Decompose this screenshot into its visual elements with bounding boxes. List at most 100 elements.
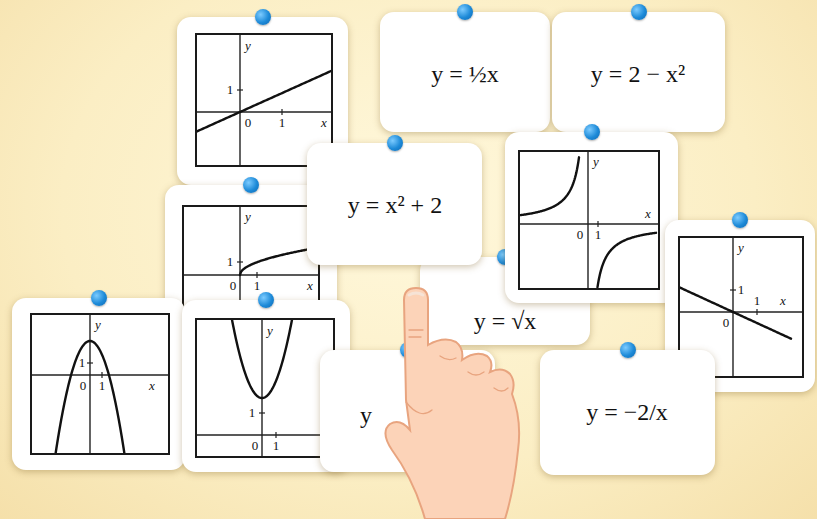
function-curve <box>520 157 579 215</box>
graph-frame <box>518 150 660 290</box>
equation-slot: y = √x <box>474 308 537 334</box>
axis-label: x <box>321 116 327 130</box>
equation-text: y <box>360 402 372 428</box>
axis-tick <box>756 309 757 315</box>
x-axis <box>518 223 660 224</box>
axis-label: 1 <box>79 356 86 370</box>
y-axis <box>239 33 240 167</box>
axis-label: y <box>95 318 101 332</box>
axis-label: x <box>149 379 155 393</box>
axis-label-slot: 1 <box>227 83 234 97</box>
axis-label-slot: y <box>738 241 744 255</box>
axis-label-slot: 1 <box>99 379 106 393</box>
equation-slot: y = ½x <box>431 61 499 87</box>
axis-label-slot: x <box>307 279 313 293</box>
x-axis <box>195 434 335 435</box>
axis-label-slot: y <box>245 210 251 224</box>
function-curve <box>231 318 293 398</box>
push-pin <box>457 4 473 20</box>
axis-label: 0 <box>577 228 584 242</box>
axis-label: y <box>738 241 744 255</box>
x-axis <box>182 274 320 275</box>
axis-label-slot: x <box>321 116 327 130</box>
equation-slot: y = 2 − x² <box>591 61 685 87</box>
knuckle-crease <box>440 356 508 391</box>
axis-tick <box>87 362 93 363</box>
equation-slot: y = x² + 2 <box>348 192 442 218</box>
axis-tick <box>730 289 736 290</box>
axis-label-slot: 0 <box>230 279 237 293</box>
push-pin <box>400 342 416 358</box>
axis-label: 1 <box>227 255 234 269</box>
push-pin <box>631 4 647 20</box>
axis-tick <box>259 412 265 413</box>
finger-crease <box>409 330 423 337</box>
push-pin <box>387 135 403 151</box>
axis-tick <box>597 221 598 227</box>
graph-plot <box>195 318 335 458</box>
push-pin <box>584 124 600 140</box>
graph-plot <box>518 150 660 290</box>
push-pin <box>91 290 107 306</box>
axis-label: 0 <box>230 279 237 293</box>
axis-label-slot: 1 <box>273 439 280 453</box>
axis-tick <box>237 261 243 262</box>
axis-label: y <box>593 155 599 169</box>
axis-label-slot: 1 <box>595 228 602 242</box>
equation-text: y = 2 − x² <box>591 61 685 87</box>
function-curve <box>240 247 320 275</box>
push-pin <box>258 292 274 308</box>
axis-label: 1 <box>99 379 106 393</box>
axis-label-slot: 1 <box>249 406 256 420</box>
axis-label: 0 <box>723 316 730 330</box>
axis-label: 1 <box>279 116 286 130</box>
axis-label-slot: 0 <box>577 228 584 242</box>
axis-label: x <box>307 279 313 293</box>
axis-label-slot: 1 <box>279 116 286 130</box>
equation-card: y = −2/x <box>540 350 715 475</box>
y-axis <box>587 150 588 290</box>
axis-label-slot: 0 <box>723 316 730 330</box>
axis-label: 0 <box>245 116 252 130</box>
function-curve <box>597 232 656 286</box>
axis-label: 1 <box>254 279 261 293</box>
equation-card: y = ½x <box>380 12 550 132</box>
nail-highlight <box>409 293 423 295</box>
graph-card: y101x <box>12 298 185 470</box>
equation-slot: y = −2/x <box>586 399 668 425</box>
axis-label-slot: 0 <box>245 116 252 130</box>
axis-label-slot: x <box>645 207 651 221</box>
axis-label: 1 <box>227 83 234 97</box>
x-axis <box>30 374 170 375</box>
axis-label-slot: 1 <box>738 283 745 297</box>
axis-label: 0 <box>80 379 87 393</box>
equation-card: y = 2 − x² <box>552 12 725 132</box>
axis-label: x <box>645 207 651 221</box>
axis-tick <box>237 89 243 90</box>
hand-shape <box>385 288 519 519</box>
axis-label-slot: y <box>245 39 251 53</box>
y-axis <box>261 318 262 458</box>
axis-label-slot: x <box>149 379 155 393</box>
axis-label: x <box>780 294 786 308</box>
axis-label: 1 <box>273 439 280 453</box>
axis-label-slot: 1 <box>754 294 761 308</box>
equation-text: y = x² + 2 <box>348 192 442 218</box>
axis-tick <box>256 272 257 278</box>
axis-tick <box>101 372 102 378</box>
axis-label-slot: y <box>593 155 599 169</box>
axis-label-slot: 1 <box>227 255 234 269</box>
graph-frame <box>195 318 335 458</box>
x-axis <box>678 311 804 312</box>
equation-slot: y <box>360 402 372 428</box>
function-curve <box>54 341 126 455</box>
axis-tick <box>281 109 282 115</box>
y-axis <box>732 236 733 378</box>
push-pin <box>732 212 748 228</box>
axis-label: y <box>245 39 251 53</box>
graph-card: y 01 x <box>505 132 678 303</box>
equation-text: y = √x <box>474 308 537 334</box>
axis-label: 1 <box>754 294 761 308</box>
axis-label-slot: y <box>95 318 101 332</box>
